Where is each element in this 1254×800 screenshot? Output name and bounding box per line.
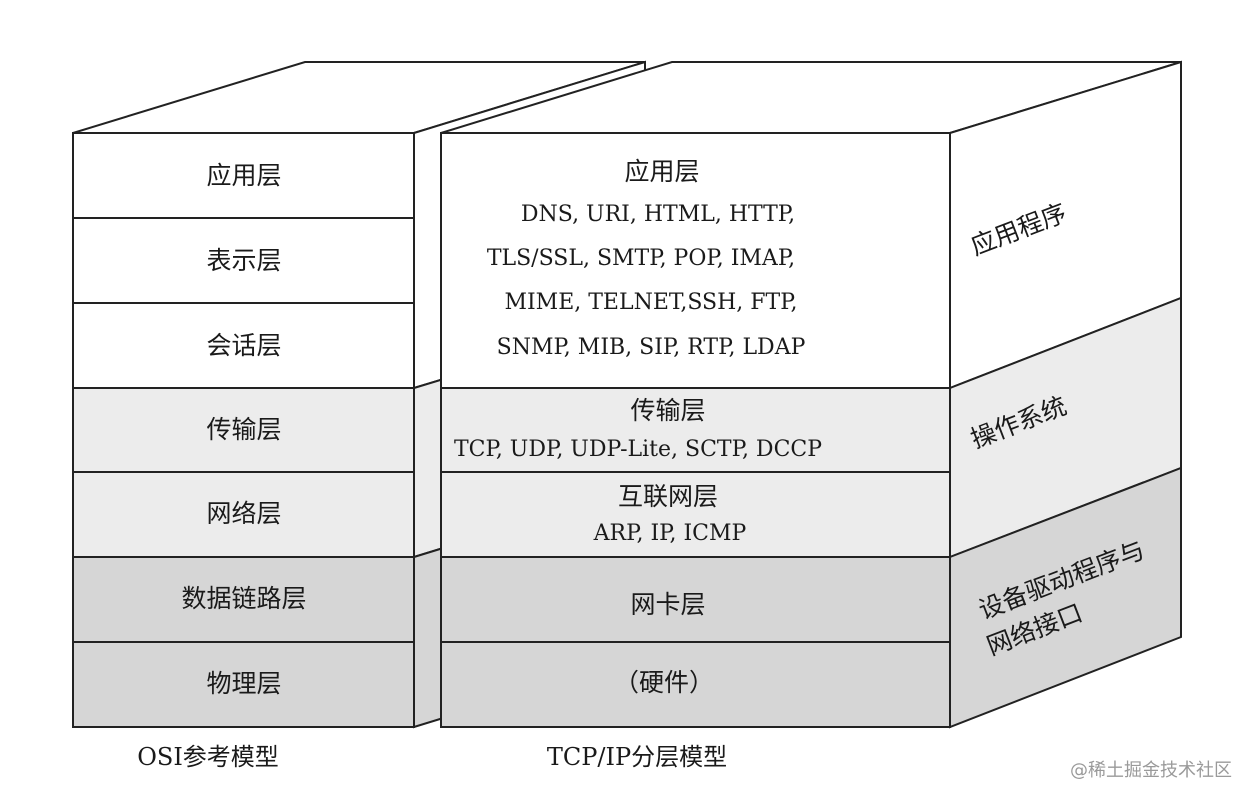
tcpip-layer-internet xyxy=(440,471,951,558)
osi-label-physical: 物理层 xyxy=(206,669,282,698)
tcpip-label-link: 网卡层 xyxy=(630,590,706,619)
tcpip-app-protocols-line4: SNMP, MIB, SIP, RTP, LDAP xyxy=(496,335,806,360)
osi-layer-network xyxy=(72,471,415,558)
osi-label-network: 网络层 xyxy=(206,499,282,528)
tcpip-label-application: 应用层 xyxy=(624,157,700,186)
tcpip-label-transport: 传输层 xyxy=(630,396,706,425)
osi-label-application: 应用层 xyxy=(206,161,282,190)
tcpip-transport-protocols: TCP, UDP, UDP-Lite, SCTP, DCCP xyxy=(453,437,823,462)
tcpip-app-protocols-line2: TLS/SSL, SMTP, POP, IMAP, xyxy=(486,246,796,271)
tcpip-layer-application xyxy=(440,132,951,389)
osi-label-session: 会话层 xyxy=(206,331,282,360)
osi-label-datalink: 数据链路层 xyxy=(181,584,307,613)
tcpip-caption: TCP/IP分层模型 xyxy=(546,743,728,771)
osi-label-presentation: 表示层 xyxy=(206,246,282,275)
tcpip-layer-hardware xyxy=(440,641,951,728)
tcpip-app-protocols-line1: DNS, URI, HTML, HTTP, xyxy=(520,202,796,227)
tcpip-app-protocols-line3: MIME, TELNET,SSH, FTP, xyxy=(504,290,798,315)
osi-layer-application xyxy=(72,132,415,219)
osi-layer-datalink xyxy=(72,556,415,643)
osi-label-transport: 传输层 xyxy=(206,415,282,444)
osi-layer-physical xyxy=(72,641,415,728)
tcpip-label-internet: 互联网层 xyxy=(617,482,719,511)
tcpip-layer-transport xyxy=(440,387,951,473)
osi-layer-transport xyxy=(72,387,415,473)
tcpip-internet-protocols: ARP, IP, ICMP xyxy=(593,521,747,546)
watermark: @稀土掘金技术社区 xyxy=(1070,760,1232,781)
tcpip-layer-link xyxy=(440,556,951,643)
osi-caption: OSI参考模型 xyxy=(137,743,279,771)
tcpip-label-hardware: （硬件） xyxy=(613,668,715,697)
osi-layer-presentation xyxy=(72,217,415,304)
